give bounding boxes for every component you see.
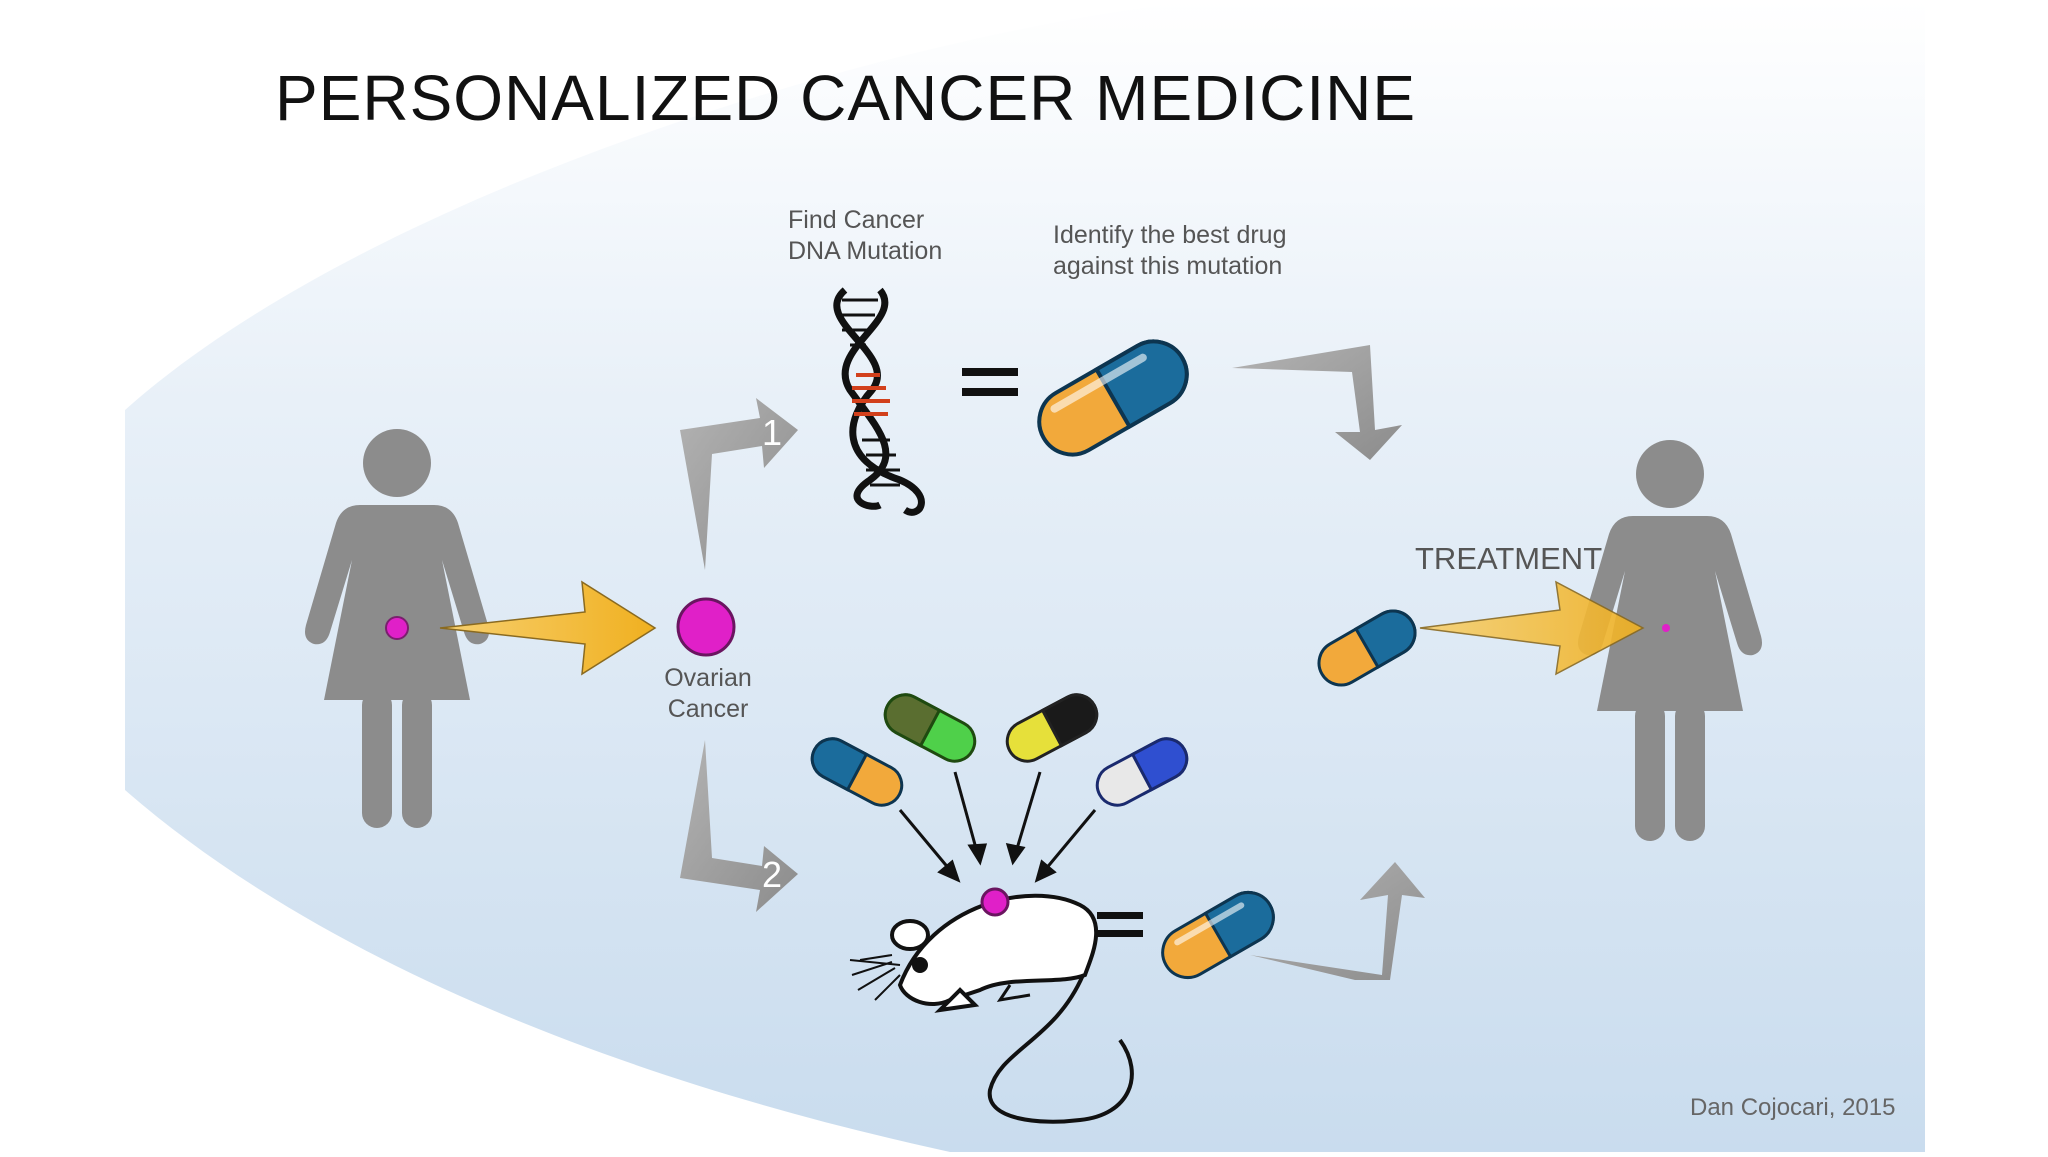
identify-drug-line1: Identify the best drug [1053, 221, 1287, 249]
capsule-icon [1095, 737, 1189, 807]
capsule-icon [810, 737, 904, 807]
path-1-arrow [680, 398, 798, 570]
background-lens [125, 0, 1925, 1152]
author-credit: Dan Cojocari, 2015 [1690, 1094, 1896, 1121]
ovarian-tumor-icon [676, 597, 736, 657]
capsule-icon [1037, 339, 1189, 457]
ovarian-cancer-line1: Ovarian [664, 664, 752, 692]
page-title: PERSONALIZED CANCER MEDICINE [275, 62, 1417, 134]
path-2-number: 2 [762, 854, 783, 895]
ovarian-cancer-label: Ovarian Cancer [648, 663, 768, 726]
path-2-arrow [680, 740, 798, 912]
treatment-arrow [1419, 580, 1645, 676]
capsule-icon [883, 693, 977, 763]
find-mutation-line1: Find Cancer [788, 206, 925, 234]
equals-sign-1 [962, 368, 1018, 396]
capsule-icon [1317, 609, 1417, 687]
dna-helix-icon [833, 287, 925, 516]
tumor-dot-icon [385, 616, 409, 640]
identify-drug-line2: against this mutation [1053, 252, 1283, 281]
capsule-icon [1005, 693, 1099, 763]
woman-figure-icon [305, 429, 489, 828]
find-mutation-line2: DNA Mutation [788, 237, 943, 266]
ovarian-cancer-line2: Cancer [667, 695, 749, 724]
drug-to-treatment-arrow-1 [1232, 345, 1402, 460]
drug-test-arrows [898, 771, 1097, 883]
woman-figure-icon [1578, 440, 1762, 841]
path-1-number: 1 [762, 412, 783, 453]
tumor-dot-icon [1662, 624, 1670, 632]
capsule-icon [1161, 891, 1275, 979]
drug-to-treatment-arrow-2 [1250, 862, 1425, 980]
equals-sign-2 [1097, 912, 1143, 937]
find-mutation-label: Find Cancer DNA Mutation [788, 205, 942, 268]
mouse-tumor-dot-icon [980, 887, 1010, 917]
mouse-icon [849, 893, 1134, 1124]
treatment-label: TREATMENT [1415, 541, 1603, 576]
identify-drug-label: Identify the best drug against this muta… [1053, 220, 1286, 283]
biopsy-arrow [439, 580, 657, 676]
